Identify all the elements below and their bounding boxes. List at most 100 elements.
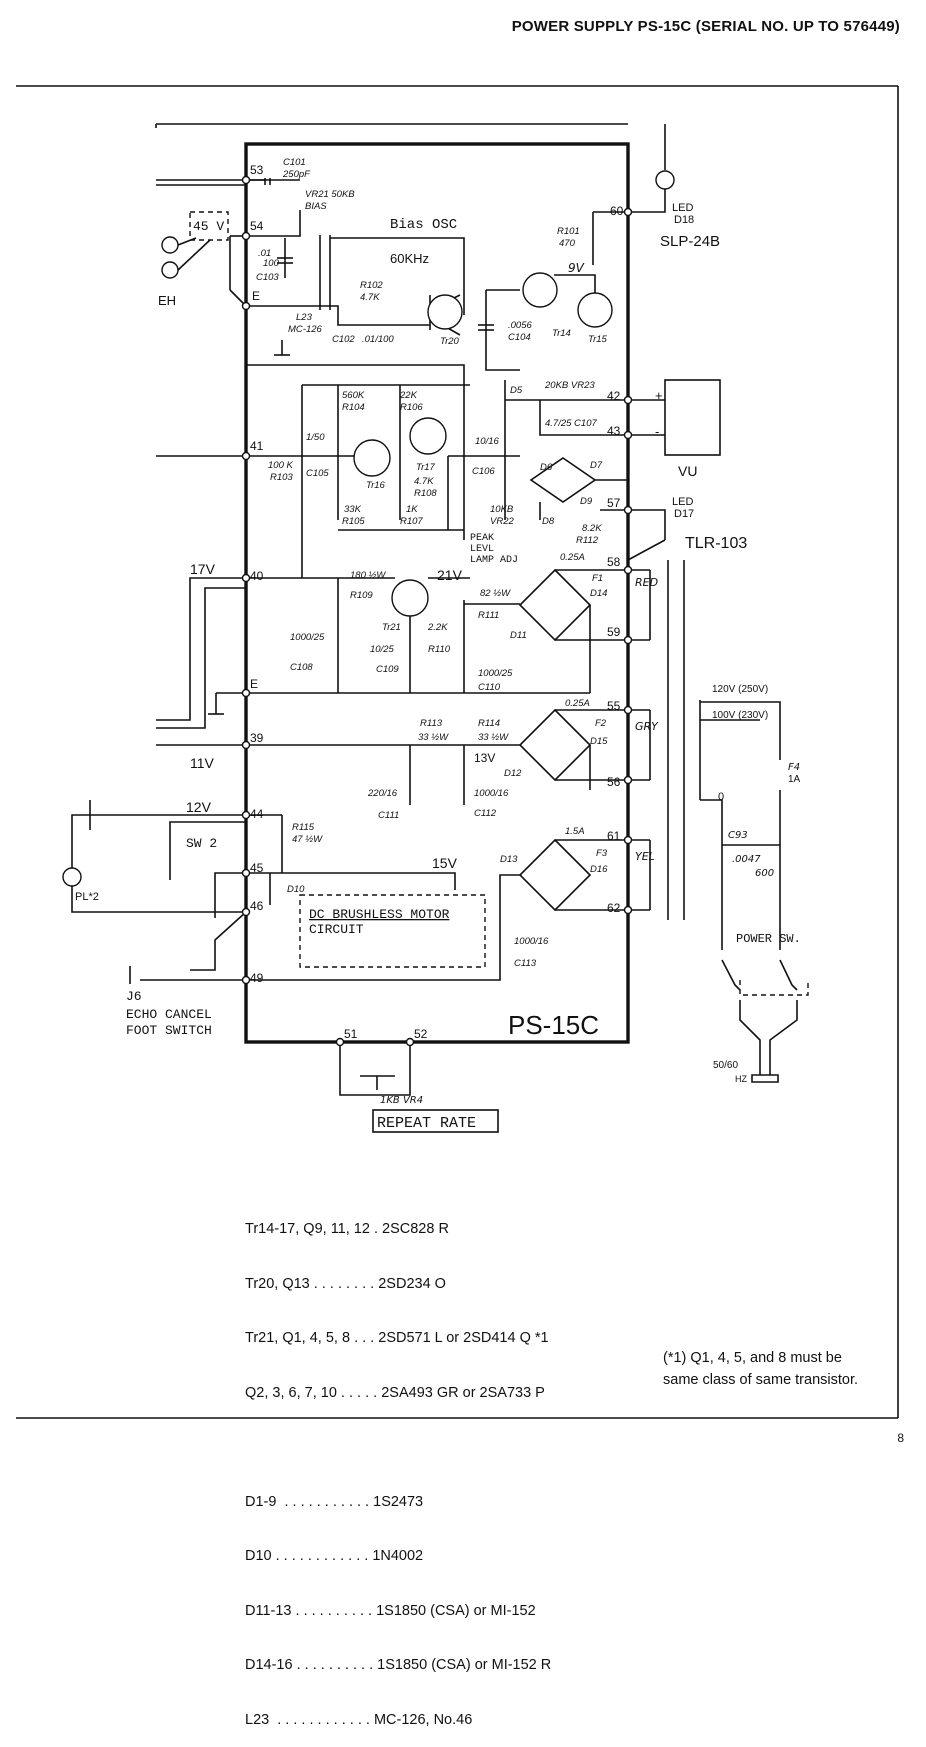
vu-minus-label: - xyxy=(655,424,659,439)
motor-circuit-label-2: CIRCUIT xyxy=(309,922,364,937)
pl2-label: PL*2 xyxy=(75,891,99,903)
r113-label: R113 xyxy=(420,718,443,729)
f3-value: 1.5A xyxy=(565,826,585,837)
part-ref: L23 . . . . . . . . . . . . xyxy=(245,1711,374,1728)
winding-gry-label: GRY xyxy=(635,720,659,733)
d10-label: D10 xyxy=(287,884,305,895)
c103-rating: 100 xyxy=(263,258,280,269)
part-number: 2SA493 GR or 2SA733 P xyxy=(381,1384,545,1401)
c105-label: C105 xyxy=(306,468,329,479)
r109-label: R109 xyxy=(350,590,373,601)
tr15-label: Tr15 xyxy=(588,334,608,345)
j6-label: J6 xyxy=(126,989,142,1004)
vr22-value: 10KB xyxy=(490,504,514,515)
slp-24b-label: SLP-24B xyxy=(660,233,720,250)
f1-value: 0.25A xyxy=(560,552,585,563)
d13-label: D13 xyxy=(500,854,518,865)
part-ref: D11-13 . . . . . . . . . . xyxy=(245,1602,377,1619)
d7-label: D7 xyxy=(590,460,603,471)
terminal-53: 53 xyxy=(250,163,264,177)
terminal-e2: E xyxy=(250,677,258,691)
part-ref: D10 . . . . . . . . . . . . xyxy=(245,1548,373,1564)
parts-list-row: D1-9 . . . . . . . . . . . 1S2473 xyxy=(245,1491,551,1514)
c111-value: 220/16 xyxy=(367,788,398,799)
power-switch-label: POWER SW. xyxy=(736,932,801,946)
r102-value: 4.7K xyxy=(360,292,380,303)
r103-value: 100 K xyxy=(268,460,293,471)
d15-label: D15 xyxy=(590,736,608,747)
rail-45v: 45 V xyxy=(193,219,224,234)
r105-label: R105 xyxy=(342,516,365,527)
c93-value: .0047 xyxy=(732,854,761,865)
lamp-adj-label: LAMP ADJ xyxy=(470,555,518,566)
part-number: 2SD571 L or 2SD414 Q *1 xyxy=(378,1330,549,1346)
rail-21v: 21V xyxy=(437,567,463,583)
terminal-40: 40 xyxy=(250,569,264,583)
terminal-60: 60 xyxy=(610,204,624,218)
tr14-label: Tr14 xyxy=(552,328,571,339)
c103-label: C103 xyxy=(256,272,279,283)
part-number: 2SC828 R xyxy=(382,1221,449,1237)
page-title: POWER SUPPLY PS-15C (SERIAL NO. UP TO 57… xyxy=(511,18,900,35)
repeat-rate-pot xyxy=(339,1042,499,1133)
c113-label: C113 xyxy=(514,958,537,969)
d9-label: D9 xyxy=(580,496,593,507)
terminal-56: 56 xyxy=(607,775,621,789)
foot-switch-label: FOOT SWITCH xyxy=(126,1023,212,1038)
rail-15v: 15V xyxy=(432,855,458,871)
r108-label: R108 xyxy=(414,488,437,499)
c104-value: .0056 xyxy=(508,320,532,331)
eh-heads xyxy=(161,211,229,279)
terminal-dots xyxy=(241,175,633,1047)
c108-value: 1000/25 xyxy=(290,632,325,643)
winding-red-label: RED xyxy=(635,576,658,589)
c103-value: .01 xyxy=(258,248,271,259)
part-number: 1S1850 (CSA) or MI-152 xyxy=(376,1602,536,1619)
terminal-51: 51 xyxy=(344,1027,358,1041)
part-ref: Q2, 3, 6, 7, 10 . . . . . xyxy=(245,1384,382,1401)
r114-value: 33 ½W xyxy=(478,732,509,743)
tr17-label: Tr17 xyxy=(416,462,436,473)
winding-yel-label: YEL xyxy=(635,850,655,863)
terminal-59: 59 xyxy=(607,625,621,639)
terminal-46: 46 xyxy=(250,899,264,913)
r101-label: R101 xyxy=(557,226,580,237)
c110-label: C110 xyxy=(478,682,501,693)
r103-label: R103 xyxy=(270,472,293,483)
bias-label: BIAS xyxy=(305,201,327,212)
part-number: 2SD234 O xyxy=(378,1275,446,1292)
r107-value: 1K xyxy=(406,504,418,515)
r104-label: R104 xyxy=(342,402,365,413)
c93-label: C93 xyxy=(728,830,748,841)
parts-list-row: Q2, 3, 6, 7, 10 . . . . . 2SA493 GR or 2… xyxy=(245,1382,551,1405)
schematic-diagram: 45 V EH xyxy=(16,85,899,1419)
parts-list-row: D10 . . . . . . . . . . . . 1N4002 xyxy=(245,1545,551,1568)
f3-label: F3 xyxy=(596,848,608,859)
part-number: 1S1850 (CSA) or MI-152 R xyxy=(377,1657,552,1673)
r107-label: R107 xyxy=(400,516,423,527)
rail-17v: 17V xyxy=(190,561,216,577)
r109-value: 180 ½W xyxy=(350,570,386,581)
d18-label: D18 xyxy=(674,214,694,226)
d16-label: D16 xyxy=(590,864,608,875)
motor-circuit-label-1: DC BRUSHLESS MOTOR xyxy=(309,907,450,922)
d8-label: D8 xyxy=(542,516,555,527)
vr4-label: 1KB VR4 xyxy=(380,1095,423,1106)
part-ref: Tr14-17, Q9, 11, 12 . xyxy=(245,1221,383,1237)
c110-value: 1000/25 xyxy=(478,668,513,679)
c106-value: 10/16 xyxy=(475,436,499,447)
repeat-rate-label: REPEAT RATE xyxy=(377,1115,476,1132)
c101-value: 250pF xyxy=(282,169,311,180)
eh-label: EH xyxy=(158,293,176,308)
r106-label: R106 xyxy=(400,402,423,413)
r110-label: R110 xyxy=(428,644,451,655)
d12-label: D12 xyxy=(504,768,522,779)
terminal-55: 55 xyxy=(607,699,621,713)
r101-value: 470 xyxy=(559,238,576,249)
tr21-label: Tr21 xyxy=(382,622,401,633)
vu-plus-label: + xyxy=(655,388,663,403)
part-ref: Tr21, Q1, 4, 5, 8 . . . xyxy=(245,1330,379,1346)
c113-value: 1000/16 xyxy=(514,936,549,947)
component-labels: C101 250pF VR21 50KB BIAS .01 100 C103 L… xyxy=(256,157,608,969)
bias-oscillator xyxy=(246,124,675,540)
